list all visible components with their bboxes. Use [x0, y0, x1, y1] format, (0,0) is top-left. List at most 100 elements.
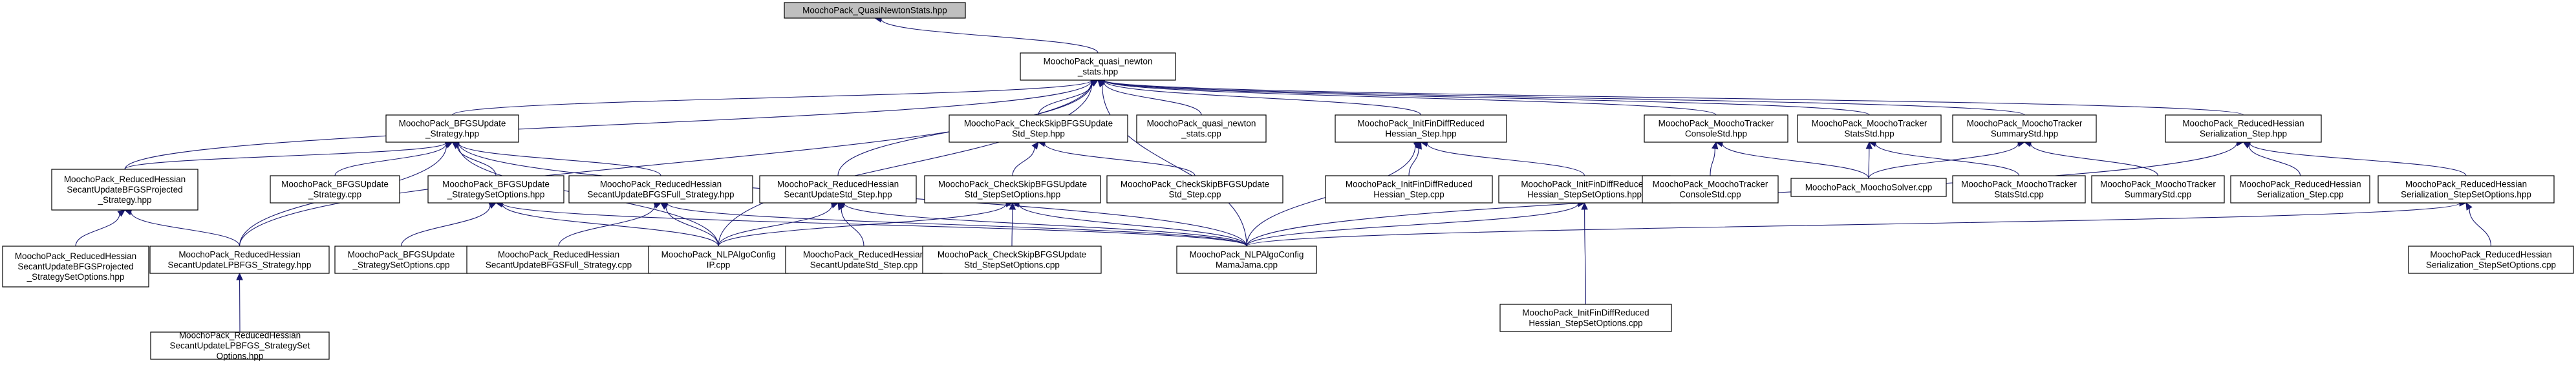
node-label: Std_Step.hpp: [1012, 129, 1065, 139]
node-label: Serialization_Step.cpp: [2257, 190, 2343, 200]
node-label: Serialization_StepSetOptions.cpp: [2426, 260, 2556, 270]
graph-node[interactable]: MoochoPack_ReducedHessianSerialization_S…: [2377, 175, 2555, 204]
graph-node[interactable]: MoochoPack_InitFinDiffReducedHessian_Ste…: [1335, 114, 1507, 143]
graph-node[interactable]: MoochoPack_ReducedHessianSecantUpdateBFG…: [51, 169, 199, 211]
edge-layer: [75, 16, 2492, 333]
graph-node[interactable]: MoochoPack_BFGSUpdate_StrategySetOptions…: [427, 175, 564, 204]
node-label: MoochoPack_NLPAlgoConfig: [1190, 250, 1304, 260]
dependency-edge: [844, 203, 1247, 247]
dependency-edge: [1868, 143, 2019, 179]
node-label: MoochoPack_MoochoTracker: [1812, 119, 1927, 129]
node-label: _Strategy.cpp: [308, 190, 361, 200]
graph-node[interactable]: MoochoPack_BFGSUpdate_Strategy.cpp: [270, 175, 400, 204]
node-label: MoochoPack_QuasiNewtonStats.hpp: [802, 6, 947, 16]
node-box: [648, 246, 789, 274]
graph-node[interactable]: MoochoPack_InitFinDiffReducedHessian_Ste…: [1325, 175, 1493, 204]
node-label: SecantUpdateBFGSFull_Strategy.hpp: [587, 190, 734, 200]
graph-node[interactable]: MoochoPack_BFGSUpdate_Strategy.hpp: [385, 114, 519, 143]
dependency-edge: [2248, 145, 2301, 176]
graph-node[interactable]: MoochoPack_CheckSkipBFGSUpdateStd_Step.h…: [949, 114, 1128, 143]
node-label: _StrategySetOptions.hpp: [27, 272, 125, 282]
arrow-head-icon: [1009, 202, 1016, 210]
dependency-edge: [1104, 80, 1422, 116]
node-label: MoochoPack_ReducedHessian: [777, 180, 899, 189]
graph-node[interactable]: MoochoPack_MoochoSolver.cpp: [1790, 178, 1947, 197]
node-label: _stats.hpp: [1077, 67, 1118, 77]
arrow-head-icon: [236, 272, 243, 280]
node-box: [385, 114, 519, 143]
node-label: MoochoPack_ReducedHessian: [498, 250, 619, 260]
node-label: ConsoleStd.cpp: [1679, 190, 1741, 200]
graph-node[interactable]: MoochoPack_CheckSkipBFGSUpdateStd_StepSe…: [924, 175, 1101, 204]
dependency-edge: [130, 211, 241, 247]
node-label: _Strategy.hpp: [97, 195, 151, 205]
dependency-edge: [124, 142, 447, 170]
node-box: [1498, 175, 1671, 204]
dependency-edge: [1408, 148, 1419, 176]
node-label: SecantUpdateLPBFGS_Strategy.hpp: [168, 260, 312, 270]
dependency-edge: [718, 83, 1093, 247]
dependency-edge: [841, 208, 864, 247]
graph-node[interactable]: MoochoPack_quasi_newton_stats.cpp: [1136, 114, 1267, 143]
node-label: SecantUpdateBFGSProjected: [67, 185, 182, 194]
graph-node[interactable]: MoochoPack_ReducedHessianSecantUpdateBFG…: [568, 175, 753, 204]
arrow-head-icon: [117, 209, 125, 217]
arrow-head-icon: [1712, 141, 1719, 150]
graph-node[interactable]: MoochoPack_ReducedHessianSecantUpdateStd…: [759, 175, 917, 204]
graph-node[interactable]: MoochoPack_CheckSkipBFGSUpdateStd_StepSe…: [922, 246, 1102, 274]
graph-node[interactable]: MoochoPack_ReducedHessianSerialization_S…: [2165, 114, 2322, 143]
arrow-head-icon: [1031, 142, 1039, 150]
node-box: [1952, 175, 2086, 204]
node-box: [785, 246, 943, 274]
dependency-edge: [1103, 82, 1202, 116]
dependency-edge: [2030, 143, 2159, 176]
node-label: MoochoPack_InitFinDiffReduced: [1521, 180, 1648, 189]
graph-node[interactable]: MoochoPack_quasi_newton_stats.hpp: [1020, 52, 1176, 81]
node-label: Options.hpp: [217, 351, 264, 361]
node-label: StatsStd.hpp: [1844, 129, 1894, 139]
graph-node[interactable]: MoochoPack_InitFinDiffReducedHessian_Ste…: [1498, 175, 1671, 204]
graph-node[interactable]: MoochoPack_CheckSkipBFGSUpdateStd_Step.c…: [1106, 175, 1283, 204]
graph-node[interactable]: MoochoPack_ReducedHessianSerialization_S…: [2408, 246, 2574, 274]
dependency-edge: [1104, 79, 2244, 116]
dependency-edge: [718, 205, 833, 247]
node-label: Std_StepSetOptions.cpp: [964, 260, 1060, 270]
node-label: MoochoPack_ReducedHessian: [2182, 119, 2304, 129]
node-label: StatsStd.cpp: [1994, 190, 2044, 200]
node-label: SummaryStd.hpp: [1991, 129, 2058, 139]
node-layer: MoochoPack_QuasiNewtonStats.hppMoochoPac…: [2, 2, 2574, 361]
graph-node[interactable]: MoochoPack_InitFinDiffReducedHessian_Ste…: [1499, 304, 1672, 332]
graph-node[interactable]: MoochoPack_ReducedHessianSerialization_S…: [2230, 175, 2370, 204]
node-label: MoochoPack_quasi_newton: [1044, 57, 1153, 67]
node-label: ConsoleStd.hpp: [1685, 129, 1747, 139]
node-label: _StrategySetOptions.cpp: [352, 260, 449, 270]
node-box: [51, 169, 199, 211]
graph-node[interactable]: MoochoPack_ReducedHessianSecantUpdateStd…: [785, 246, 943, 274]
dependency-edge: [451, 80, 1092, 116]
node-label: MoochoPack_MoochoSolver.cpp: [1805, 183, 1933, 193]
node-label: MoochoPack_ReducedHessian: [15, 251, 136, 261]
graph-node[interactable]: MoochoPack_ReducedHessianSecantUpdateBFG…: [2, 246, 149, 288]
graph-node[interactable]: MoochoPack_ReducedHessianSecantUpdateBFG…: [466, 246, 651, 274]
dependency-edge: [2249, 143, 2467, 176]
graph-node[interactable]: MoochoPack_ReducedHessianSecantUpdateLPB…: [149, 246, 330, 274]
node-box: [1325, 175, 1493, 204]
node-label: MoochoPack_BFGSUpdate: [399, 119, 506, 129]
dependency-edge: [881, 19, 1099, 54]
node-box: [568, 175, 753, 204]
graph-node[interactable]: MoochoPack_BFGSUpdate_StrategySetOptions…: [334, 246, 468, 274]
node-label: MoochoPack_ReducedHessian: [179, 331, 301, 341]
dependency-edge: [1104, 79, 2025, 116]
node-label: Serialization_Step.hpp: [2200, 129, 2287, 139]
node-label: Std_Step.cpp: [1168, 190, 1221, 200]
graph-node[interactable]: MoochoPack_ReducedHessianSecantUpdateLPB…: [150, 331, 330, 361]
dependency-edge: [124, 80, 1092, 170]
